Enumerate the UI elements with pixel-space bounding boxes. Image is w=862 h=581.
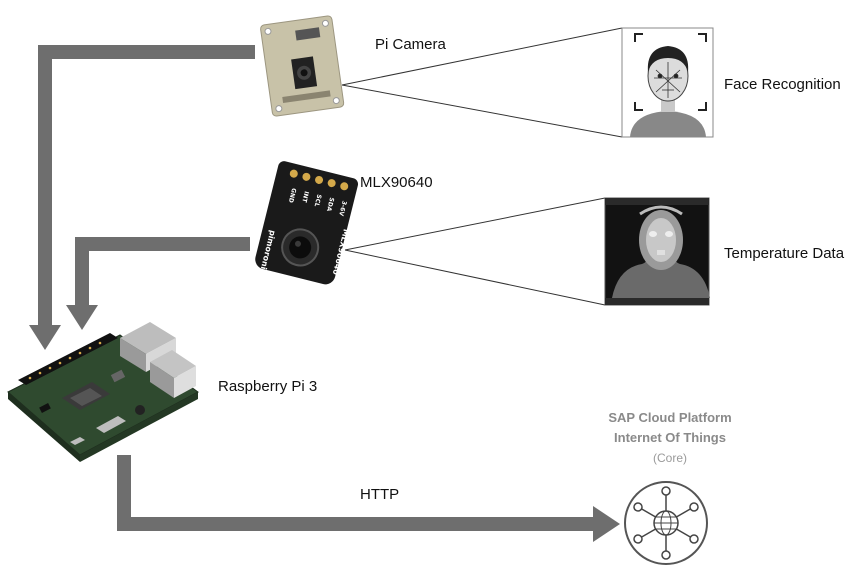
- mlx-pin-label: INT: [300, 190, 310, 204]
- sap-line-1: SAP Cloud Platform: [608, 410, 732, 425]
- raspberry-pi-3-image: [7, 322, 199, 462]
- mlx-pin-label: GND: [287, 187, 297, 203]
- sap-line-2: Internet Of Things: [614, 430, 726, 445]
- temperature-data-label: Temperature Data: [724, 245, 845, 262]
- sap-iot-label: SAP Cloud Platform Internet Of Things (C…: [560, 408, 780, 468]
- face-recognition-label: Face Recognition: [724, 76, 841, 93]
- temperature-data-image: [604, 197, 710, 306]
- mlx90640-board-image: GND INT SCL SDA 3-6V pimoroni.com MLX906…: [254, 161, 359, 291]
- camera-view-cone: [341, 27, 623, 138]
- sap-line-3: (Core): [652, 451, 687, 465]
- pi-camera-image: [260, 15, 345, 117]
- thermal-view-cone: [344, 197, 606, 306]
- camera-to-pi-arrow: [29, 45, 255, 350]
- mlx-pin-label: SDA: [325, 197, 335, 213]
- mlx-pin-label: SCL: [313, 194, 323, 208]
- sap-iot-network-icon: [624, 481, 708, 565]
- mlx90640-label: MLX90640: [360, 174, 433, 191]
- mlx-pin-label: 3-6V: [337, 200, 348, 217]
- http-label: HTTP: [360, 486, 400, 503]
- mlx-to-pi-arrow: [66, 237, 250, 330]
- pi-camera-label: Pi Camera: [375, 36, 446, 53]
- raspberry-pi-label: Raspberry Pi 3: [218, 378, 318, 395]
- face-recognition-image: [621, 27, 714, 138]
- http-arrow: [117, 455, 620, 542]
